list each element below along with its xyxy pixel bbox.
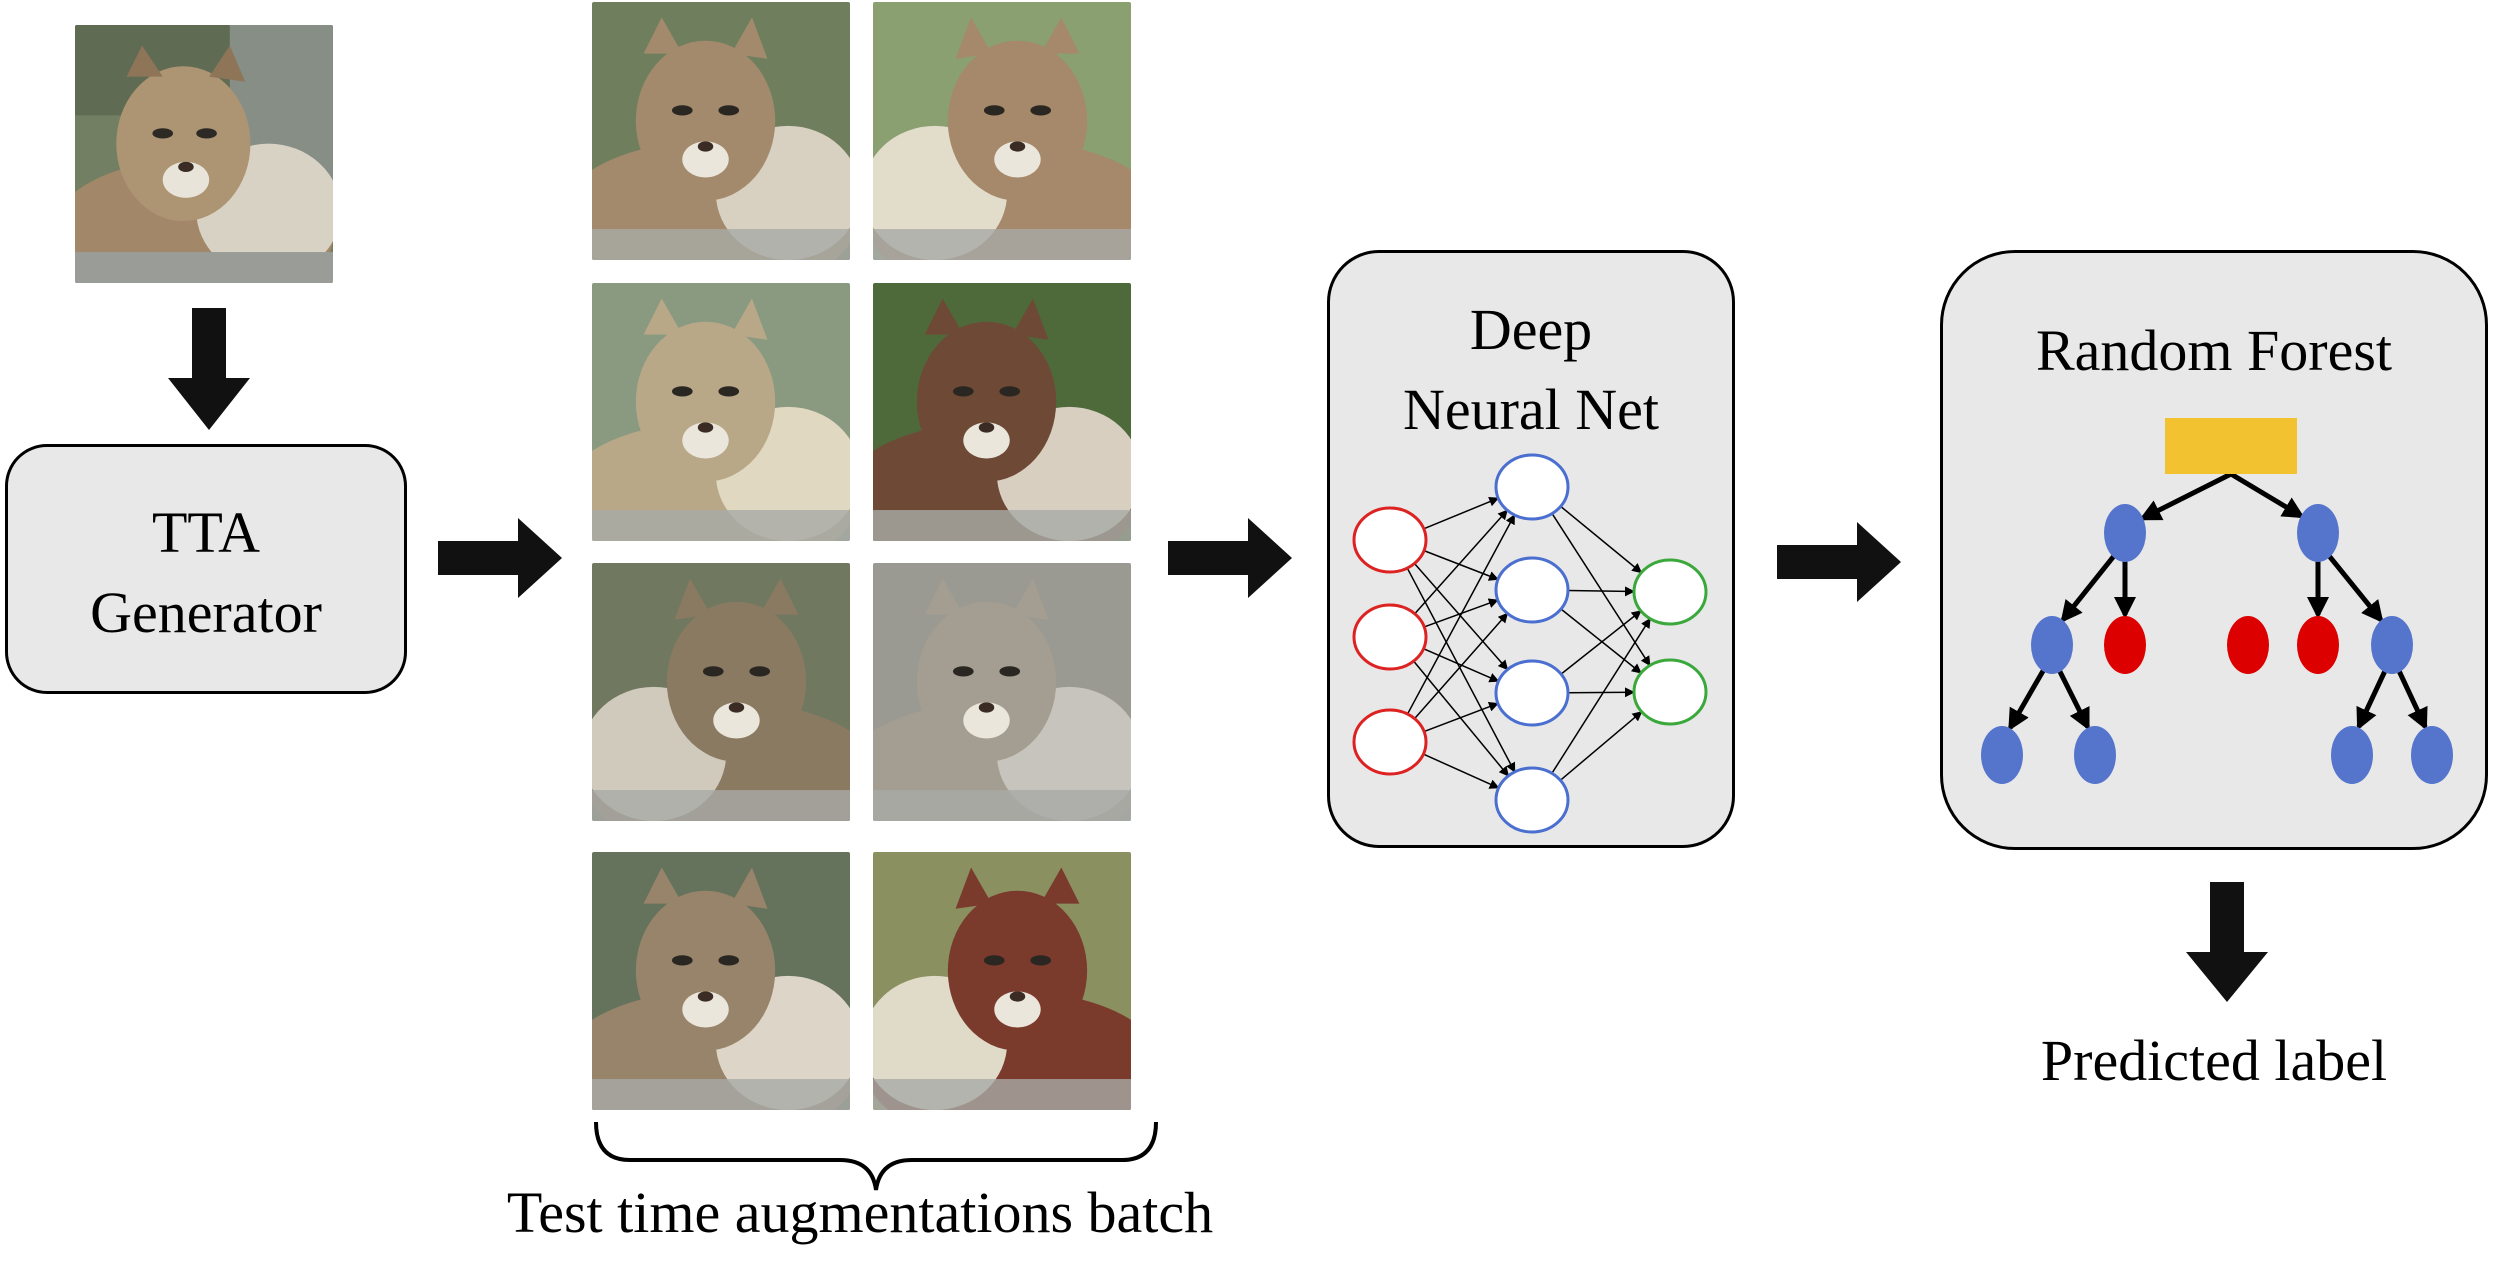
augmented-image-6 <box>873 563 1131 821</box>
nn-edge-in3-h1 <box>1406 514 1516 715</box>
tree-node-l3a <box>1981 726 2023 784</box>
nn-edge-h1-out2 <box>1551 513 1651 667</box>
tree-edge-3 <box>2060 551 2119 623</box>
arrow-forest-to-label <box>2186 882 2268 1002</box>
nn-hidden-node-1 <box>1494 453 1570 521</box>
nn-edges <box>1406 496 1651 789</box>
nn-edge-in2-h1 <box>1414 509 1508 615</box>
tree-edge-8 <box>2055 666 2090 731</box>
dnn-label-line2: Neural Net <box>1402 377 1660 442</box>
nn-output-node-1 <box>1632 558 1708 626</box>
nn-input-node-2 <box>1352 603 1428 671</box>
predicted-label-text: Predicted label <box>2040 1028 2388 1093</box>
augmented-image-1 <box>592 2 850 260</box>
tree-node-l2a <box>2031 616 2073 674</box>
tree-node-r3b <box>2411 726 2453 784</box>
batch-caption: Test time augmentations batch <box>506 1180 1214 1245</box>
nn-edge-h3-out2 <box>1567 687 1636 698</box>
nn-edge-in1-h1 <box>1423 496 1500 530</box>
tree-leaf-r2b <box>2297 616 2339 674</box>
tree-root-node <box>2165 418 2297 474</box>
tree-edges <box>2008 471 2428 732</box>
tree-edge-2 <box>2229 471 2305 519</box>
nn-edge-in1-h3 <box>1413 562 1509 671</box>
nn-edge-in1-h2 <box>1423 549 1499 581</box>
augmented-image-3 <box>592 283 850 541</box>
tree-edge-7 <box>2008 665 2048 732</box>
tree-edge-6 <box>2324 551 2384 624</box>
tta-generator-box <box>5 444 407 694</box>
arrow-batch-to-dnn <box>1168 518 1292 598</box>
nn-edge-in3-h3 <box>1423 701 1499 733</box>
nn-hidden-node-3 <box>1494 659 1570 727</box>
nn-edge-h4-out2 <box>1559 711 1643 781</box>
augmented-image-7 <box>592 852 850 1110</box>
tree-nodes <box>1981 418 2453 784</box>
nn-hidden-node-4 <box>1494 766 1570 834</box>
arrow-generator-to-batch <box>438 518 562 598</box>
arrow-image-to-generator <box>168 308 250 430</box>
tree-node-r3a <box>2331 726 2373 784</box>
augmented-image-4 <box>873 283 1131 541</box>
tta-generator-label-line1: TTA <box>151 500 261 565</box>
random-forest-box <box>1940 250 2488 850</box>
nn-edge-in3-h2 <box>1414 612 1509 720</box>
batch-brace <box>594 1121 1158 1191</box>
input-cougar-image <box>75 25 333 283</box>
nn-edge-h2-out1 <box>1567 586 1636 597</box>
nn-input-node-1 <box>1352 506 1428 574</box>
augmented-image-5 <box>592 563 850 821</box>
tree-node-r2c <box>2371 616 2413 674</box>
tree-node-l1 <box>2104 504 2146 562</box>
arrow-dnn-to-forest <box>1777 522 1901 602</box>
nn-edge-h1-out1 <box>1560 505 1643 574</box>
nn-hidden-node-2 <box>1494 556 1570 624</box>
nn-edge-h3-out1 <box>1560 610 1642 675</box>
augmented-image-2 <box>873 2 1131 260</box>
dnn-label-line1: Deep <box>1469 297 1593 362</box>
nn-edge-in2-h4 <box>1413 660 1509 777</box>
tree-edge-1 <box>2138 471 2233 521</box>
tta-generator-label-line2: Generator <box>90 580 322 645</box>
tree-node-l3b <box>2074 726 2116 784</box>
nn-nodes <box>1352 453 1708 834</box>
tree-leaf-l2b <box>2104 616 2146 674</box>
tree-edge-9 <box>2356 666 2389 731</box>
augmented-image-8 <box>873 852 1131 1110</box>
tree-leaf-r2a <box>2227 616 2269 674</box>
nn-edge-h2-out2 <box>1560 608 1642 674</box>
nn-edge-h4-out1 <box>1551 617 1651 774</box>
nn-input-node-3 <box>1352 708 1428 776</box>
tree-node-r1 <box>2297 504 2339 562</box>
nn-output-node-2 <box>1632 658 1708 726</box>
nn-edge-in3-h4 <box>1423 753 1500 789</box>
tree-edge-10 <box>2395 666 2428 731</box>
random-forest-title: Random Forest <box>2035 318 2393 383</box>
